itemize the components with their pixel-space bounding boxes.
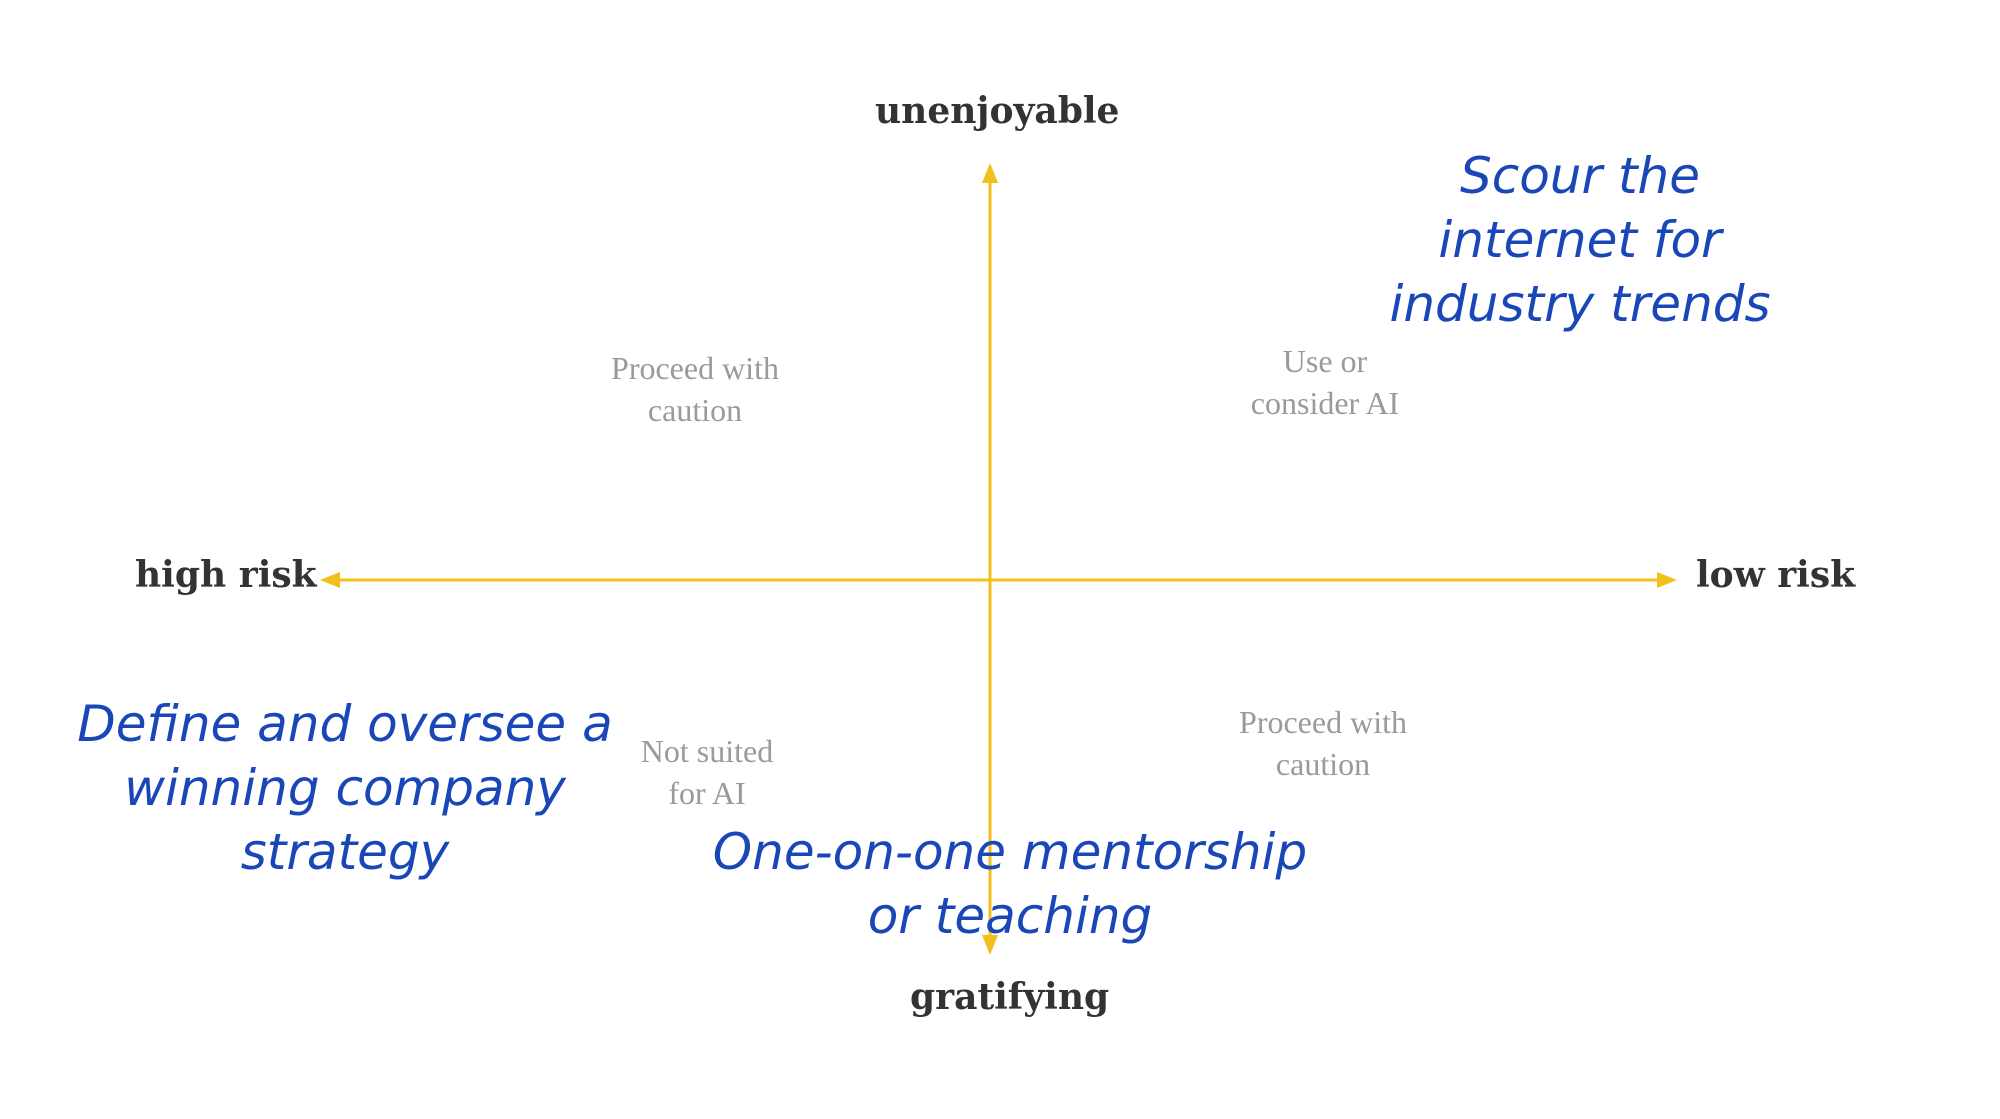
quadrant-label-bottom-left: Not suited for AI bbox=[640, 733, 774, 811]
axis-label-right: low risk bbox=[1696, 554, 1856, 596]
axis-label-left: high risk bbox=[135, 554, 317, 596]
quadrant-label-bottom-right: Proceed with caution bbox=[1239, 704, 1407, 782]
up-arrowhead bbox=[982, 163, 998, 183]
note-scour-internet: Scour the internet for industry trends bbox=[1389, 147, 1771, 333]
note-mentorship: One-on-one mentorship or teaching bbox=[712, 823, 1308, 945]
quadrant-label-top-left: Proceed with caution bbox=[611, 350, 779, 428]
axis-label-top: unenjoyable bbox=[875, 90, 1120, 132]
quadrant-label-top-right: Use or consider AI bbox=[1250, 343, 1400, 421]
down-arrowhead bbox=[982, 935, 998, 955]
axis-label-bottom: gratifying bbox=[910, 976, 1110, 1018]
note-company-strategy: Define and oversee a winning company str… bbox=[77, 695, 613, 881]
left-arrowhead bbox=[320, 572, 340, 588]
right-arrowhead bbox=[1657, 572, 1677, 588]
